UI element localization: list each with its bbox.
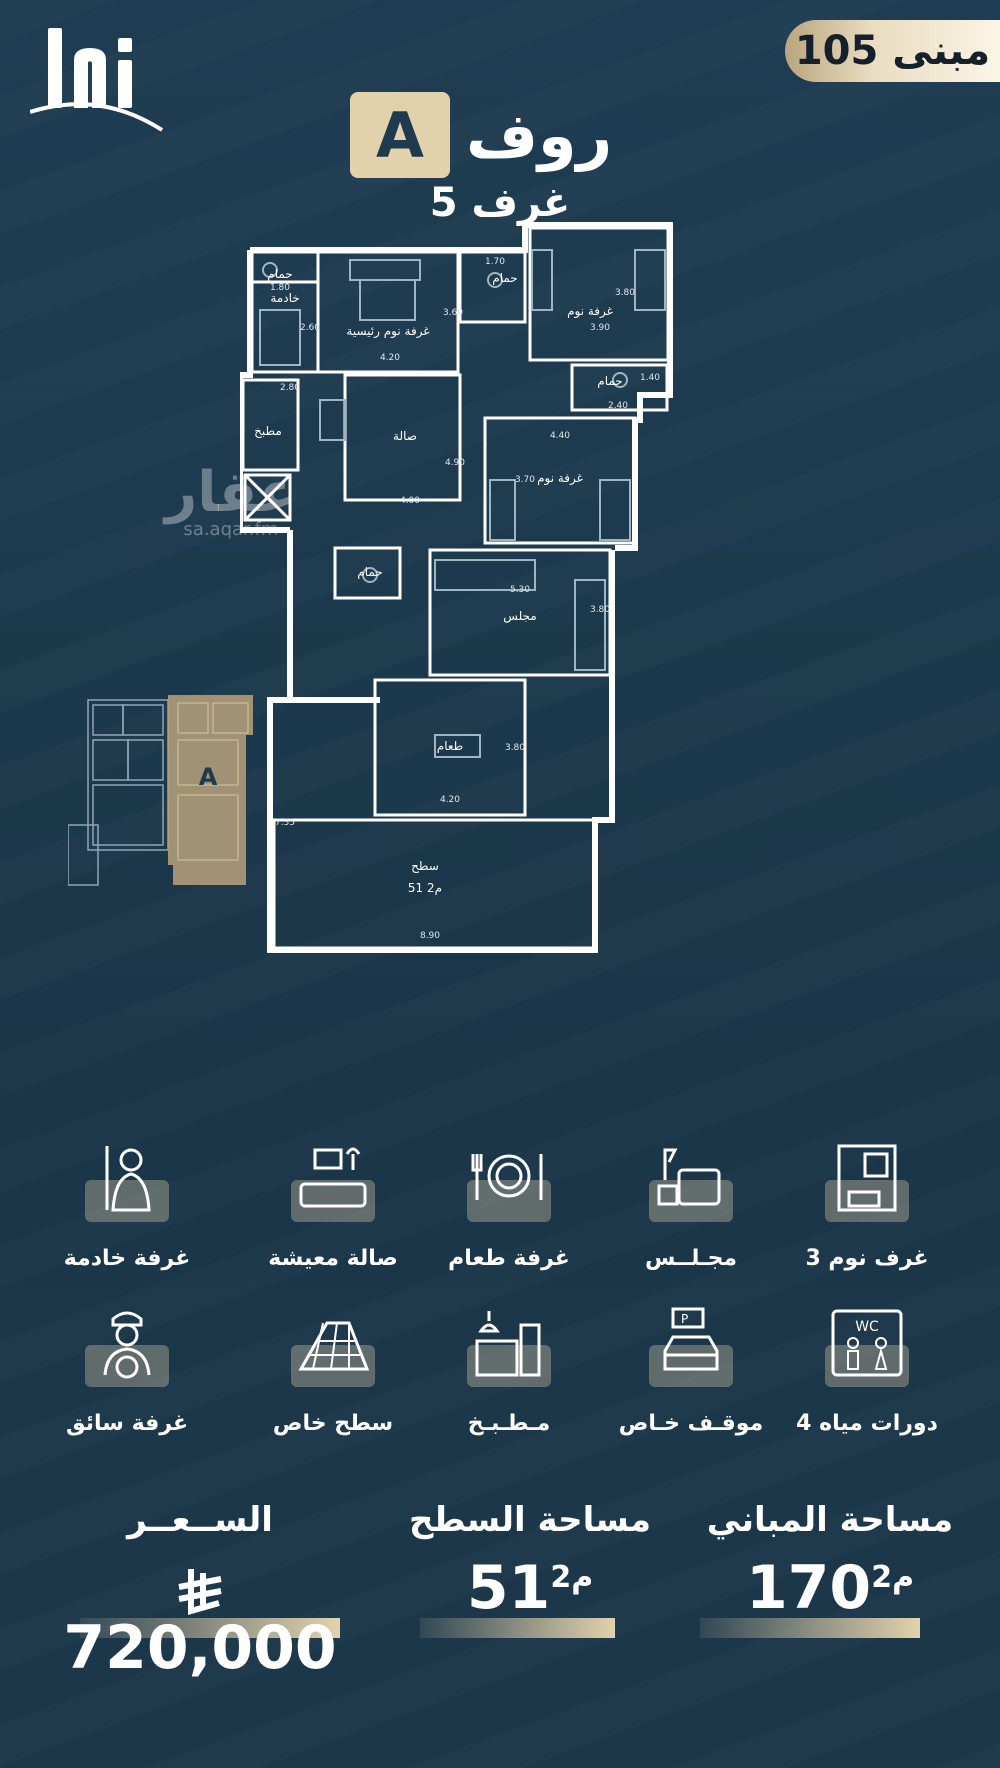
brand-logo [30,28,164,132]
feature-maid-room: غرفة خادمة [42,1140,212,1271]
plan-label-kitchen: مطبخ [254,424,282,438]
feature-label: صالة معيشة [268,1246,398,1271]
plan-label-dining: طعام [437,739,463,753]
feature-bathrooms: WC 4 دورات مياه [782,1305,952,1436]
feature-label: غرفة طعام [448,1246,570,1271]
riyal-icon [178,1569,222,1616]
plan-label-master-bedroom: غرفة نوم رئيسية [346,324,429,339]
unit-title: A روف [350,90,650,180]
building-area-stat: مساحة المباني 170م2 [700,1500,960,1638]
roof-area-value: 51 [466,1553,551,1623]
parking-icon: P [649,1307,733,1387]
feature-label: 3 غرف نوم [805,1246,929,1271]
roof-area-value-wrap: 51م2 [400,1558,660,1618]
dim-label: 8.90 [420,931,440,941]
feature-living: صالة معيشة [248,1140,418,1271]
bedroom-icon [825,1144,909,1222]
dim-label: 3.60 [443,308,463,318]
unit-letter-box: A [350,92,450,178]
roof-area-underline [420,1618,615,1638]
plan-label-bath-1: حمام [492,271,517,285]
dim-label: 5.30 [510,585,530,595]
plan-label-roof-area: 51 م2 [408,881,442,895]
roof-area-label: مساحة السطح [408,1500,652,1540]
maid-icon [85,1146,169,1222]
feature-majlis: مجـلــس [606,1140,776,1271]
plan-label-maid-bath: حمام [267,267,292,281]
plan-label-bedroom-2: غرفة نوم [537,471,583,486]
dim-label: 3.90 [590,323,610,333]
roof-area-unit: م2 [550,1560,594,1595]
building-number-badge: مبنى 105 [785,20,1000,82]
dim-label: 3.80 [505,743,525,753]
price-value-wrap: 720,000 [40,1558,360,1678]
majlis-icon [649,1148,733,1222]
price-label: الســعــر [127,1500,273,1540]
dim-label: 1.40 [640,373,660,383]
building-number: مبنى 105 [794,28,991,74]
plan-label-majlis: مجلس [503,609,536,624]
feature-parking: P موقـف خـاص [606,1305,776,1436]
feature-label: غرفة سائق [65,1411,189,1436]
floor-plan: حمام خادمة غرفة نوم رئيسية حمام غرفة نوم… [240,222,673,953]
feature-label: 4 دورات مياه [796,1411,938,1436]
dim-label: 7.35 [275,818,295,828]
dim-label: 4.90 [445,458,465,468]
price-underline [80,1618,340,1638]
dim-label: 1.80 [270,283,290,293]
key-plan-letter: A [199,763,218,791]
building-area-underline [700,1618,920,1638]
unit-letter: A [376,98,424,172]
plan-label-maid-room: خادمة [270,291,299,305]
feature-driver-room: غرفة سائق [42,1305,212,1436]
dim-label: 2.40 [608,401,628,411]
plan-label-living: صالة [393,429,417,443]
feature-label: غرفة خادمة [63,1246,191,1271]
price-value: 720,000 [63,1613,337,1683]
dim-label: 4.00 [400,496,420,506]
kitchen-icon [467,1311,551,1387]
plan-label-bedroom-1: غرفة نوم [567,304,613,319]
dim-label: 4.40 [550,431,570,441]
key-plan: A [68,695,253,886]
plan-label-guest-bath: حمام [357,565,382,579]
roof-area-stat: مساحة السطح 51م2 [400,1500,660,1638]
driver-icon [85,1311,169,1387]
watermark-url: sa.aqar.fm [183,519,279,540]
roof-icon [291,1321,375,1387]
dim-label: 4.20 [380,353,400,363]
feature-label: موقـف خـاص [618,1411,764,1436]
building-area-value-wrap: 170م2 [700,1558,960,1618]
svg-text:WC: WC [855,1319,879,1335]
building-area-unit: م2 [871,1560,915,1595]
plan-label-bath-2: حمام [597,374,622,388]
rooms-count: 5 غرف [429,180,571,226]
dim-label: 3.80 [590,605,610,615]
dim-label: 4.20 [440,795,460,805]
feature-label: سطح خاص [272,1411,394,1436]
dim-label: 3.70 [515,475,535,485]
wc-icon: WC [825,1309,909,1387]
building-area-label: مساحة المباني [706,1500,954,1540]
dim-label: 2.80 [280,383,300,393]
dim-label: 2.60 [300,323,320,333]
unit-type: روف [466,98,613,172]
feature-bedrooms: 3 غرف نوم [782,1140,952,1271]
building-area-value: 170 [745,1553,872,1623]
feature-label: مجـلــس [644,1246,738,1271]
dining-icon [467,1154,551,1222]
svg-text:P: P [681,1312,688,1326]
feature-roof: سطح خاص [248,1305,418,1436]
living-room-icon [291,1147,375,1222]
plan-label-roof: سطح [411,859,439,873]
feature-dining: غرفة طعام [424,1140,594,1271]
feature-label: مـطـبـخ [467,1411,551,1436]
dim-label: 1.70 [485,257,505,267]
feature-kitchen: مـطـبـخ [424,1305,594,1436]
price-stat: الســعــر 720,000 [40,1500,360,1678]
dim-label: 3.80 [615,288,635,298]
